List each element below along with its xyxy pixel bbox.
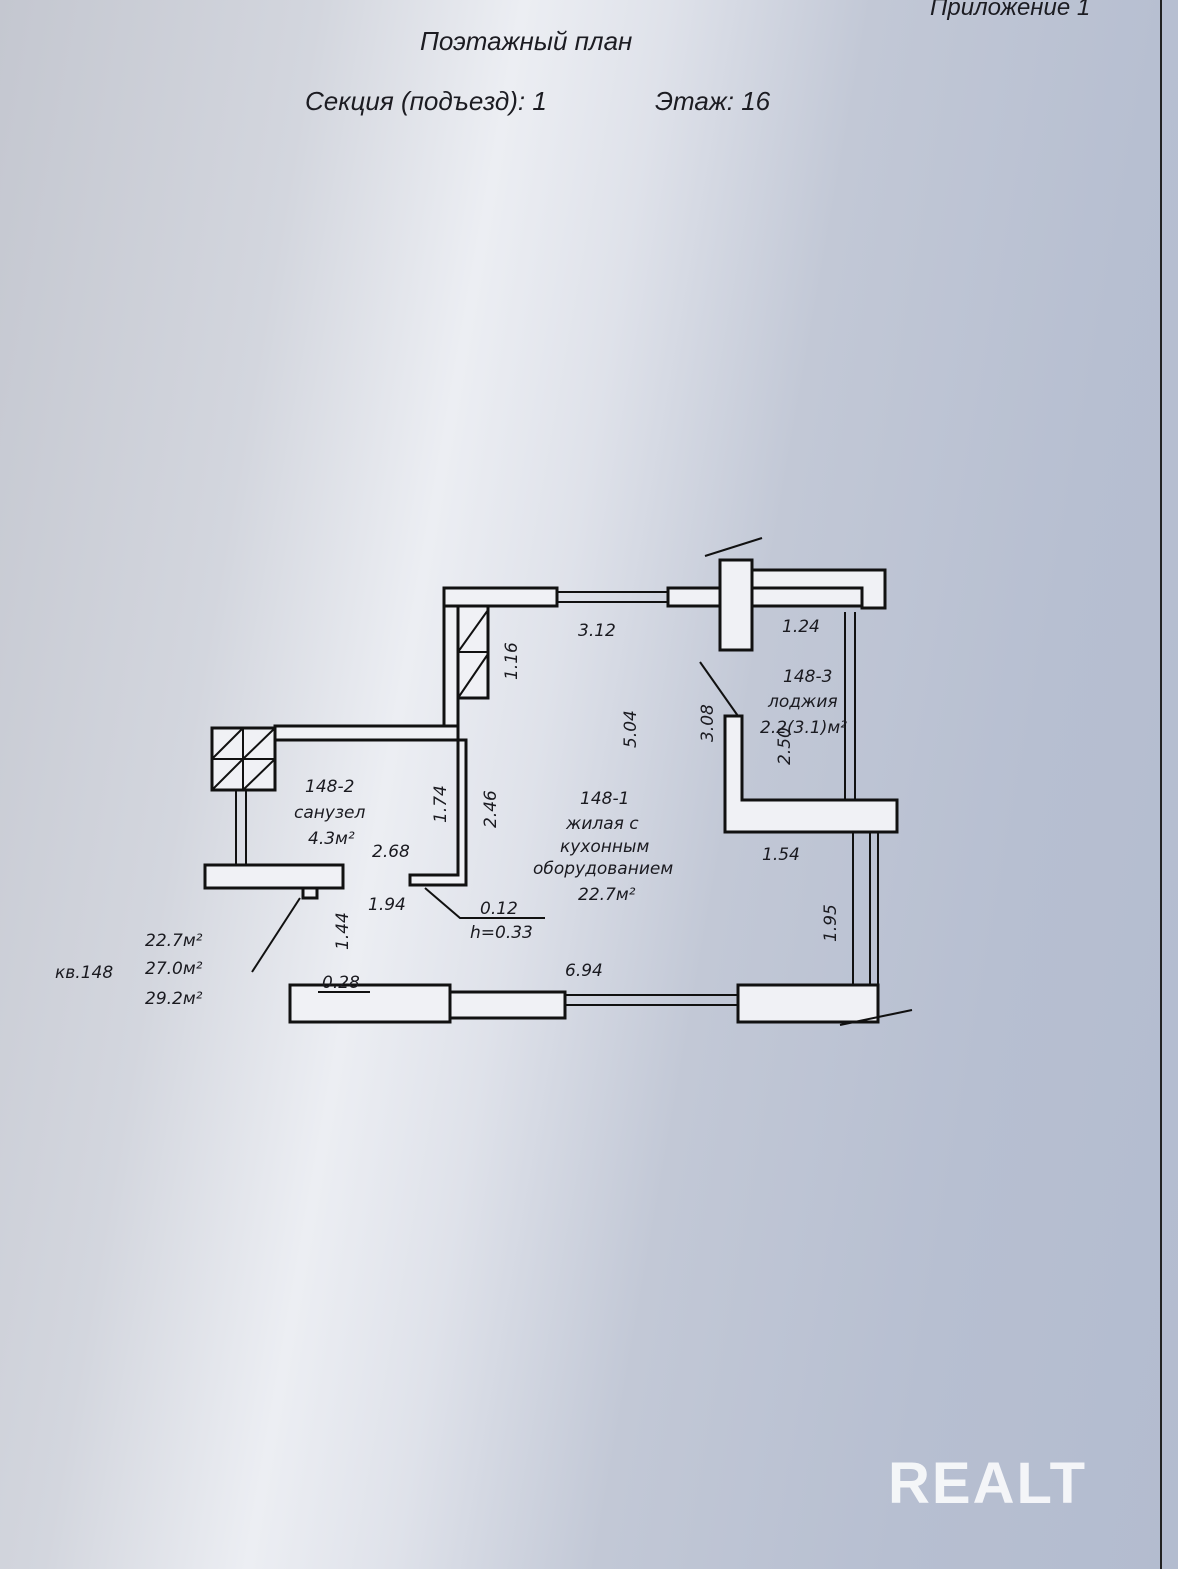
section-label: Секция (подъезд): 1 xyxy=(305,86,547,116)
dim: 3.08 xyxy=(698,704,718,742)
dim: 2.50 xyxy=(775,727,795,765)
wall-top-left xyxy=(442,586,559,608)
wall-top-right xyxy=(666,586,864,608)
dim: h=0.33 xyxy=(470,923,533,943)
dim: 5.04 xyxy=(621,710,641,748)
page-title: Поэтажный план xyxy=(420,26,633,56)
dim: 1.16 xyxy=(502,642,522,680)
room-148-3-area: 2.2(3.1)м² xyxy=(760,718,847,738)
leader-ledge xyxy=(424,887,545,919)
dim: 1.44 xyxy=(333,912,353,950)
wall-bottom-left xyxy=(288,983,452,1024)
dim: 1.54 xyxy=(762,845,800,865)
room-148-1-name-1: жилая с xyxy=(565,814,639,834)
door-stop xyxy=(301,886,319,900)
room-148-2-id: 148-2 xyxy=(305,777,354,797)
wall-left-stub xyxy=(203,863,345,890)
wall-bottom-right xyxy=(736,983,880,1024)
appendix-label: Приложение 1 xyxy=(930,0,1091,21)
room-148-2-name: санузел xyxy=(294,803,365,823)
realt-watermark: REALT xyxy=(888,1451,1088,1516)
room-148-1-area: 22.7м² xyxy=(578,885,636,905)
shaft-hatch xyxy=(457,609,489,699)
wall-column xyxy=(718,558,754,652)
window-top xyxy=(556,591,669,603)
wall-horizontal xyxy=(273,724,460,742)
dim: 2.68 xyxy=(372,842,410,862)
bathroom-partition xyxy=(408,738,468,887)
apartment-label: кв.148 xyxy=(55,963,113,983)
window-bottom xyxy=(564,994,739,1006)
dim: 0.28 xyxy=(322,973,360,993)
room-148-3-name: лоджия xyxy=(767,692,838,712)
leader-apartment xyxy=(251,897,301,973)
room-148-2-area: 4.3м² xyxy=(308,829,355,849)
wall-bottom-mid xyxy=(448,990,567,1020)
room-148-3-id: 148-3 xyxy=(783,667,832,687)
dim: 1.24 xyxy=(782,617,820,637)
page-border-line xyxy=(1160,0,1162,1569)
floor-label: Этаж: 16 xyxy=(655,86,771,116)
break-line xyxy=(704,537,763,557)
shaft-pipe xyxy=(235,790,247,865)
break-line-bottom xyxy=(839,1009,913,1026)
dim: 1.74 xyxy=(431,785,451,823)
dim: 1.94 xyxy=(368,895,406,915)
room-148-1-name-3: оборудованием xyxy=(533,859,673,879)
shaft-left-hatch xyxy=(211,727,276,791)
dim: 6.94 xyxy=(565,961,603,981)
apartment-area-total: 27.0м² xyxy=(145,959,203,979)
dim: 1.95 xyxy=(821,904,841,942)
room-148-1-id: 148-1 xyxy=(580,789,629,809)
room-148-1-name-2: кухонным xyxy=(560,837,649,857)
apartment-area-with-loggia: 29.2м² xyxy=(145,989,203,1009)
apartment-area-living: 22.7м² xyxy=(145,931,203,951)
dim: 2.46 xyxy=(481,790,501,828)
wall-left-upper xyxy=(442,604,460,742)
dim: 3.12 xyxy=(578,621,616,641)
loggia-inner-wall xyxy=(723,714,899,834)
leader-loggia xyxy=(699,661,739,717)
dim: 0.12 xyxy=(480,899,518,919)
wall-right xyxy=(844,612,879,990)
